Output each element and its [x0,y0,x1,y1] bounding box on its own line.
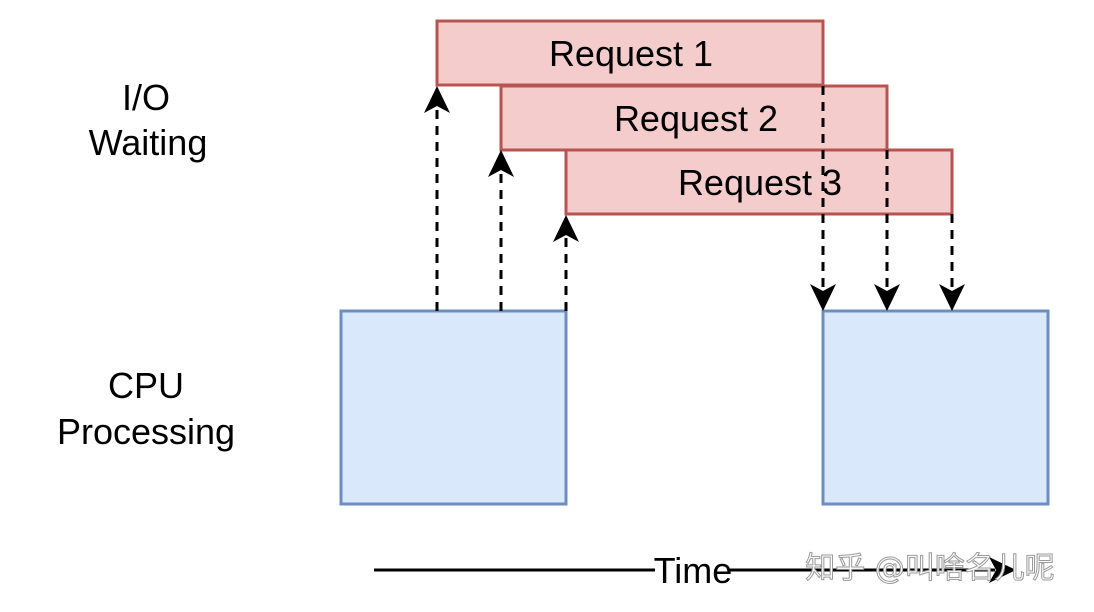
cpu-row-label-line2: Processing [57,411,235,452]
cpu-processing-block-1 [339,309,568,506]
watermark-text: 知乎 @叫啥名儿呢 [805,551,1055,586]
dispatch-arrow-2 [488,150,514,311]
arrow-down-icon [810,284,836,311]
request-bar-2-label: Request 2 [614,98,778,139]
time-axis-label: Time [654,550,733,591]
return-arrow-2 [874,150,900,311]
request-bar-3: Request 3 [564,148,954,216]
arrow-down-icon [874,284,900,311]
request-bar-2: Request 2 [499,84,889,152]
time-axis: Time [374,550,1016,591]
request-bar-1-label: Request 1 [549,33,713,74]
request-bar-1: Request 1 [435,19,825,87]
dispatch-arrow-3 [553,215,579,311]
cpu-row-label-line1: CPU [108,365,184,406]
arrow-right-icon [989,557,1016,583]
io-row-label-line1: I/O [122,77,170,118]
dispatch-arrow-1 [424,86,450,311]
request-bar-3-label: Request 3 [678,162,842,203]
arrow-up-icon [424,86,450,113]
arrow-up-icon [488,150,514,177]
cpu-processing-block-2 [821,309,1050,506]
return-arrow-1 [810,86,836,311]
return-arrow-3 [939,214,965,311]
arrow-up-icon [553,215,579,242]
io-row-label-line2: Waiting [89,122,208,163]
arrow-down-icon [939,284,965,311]
